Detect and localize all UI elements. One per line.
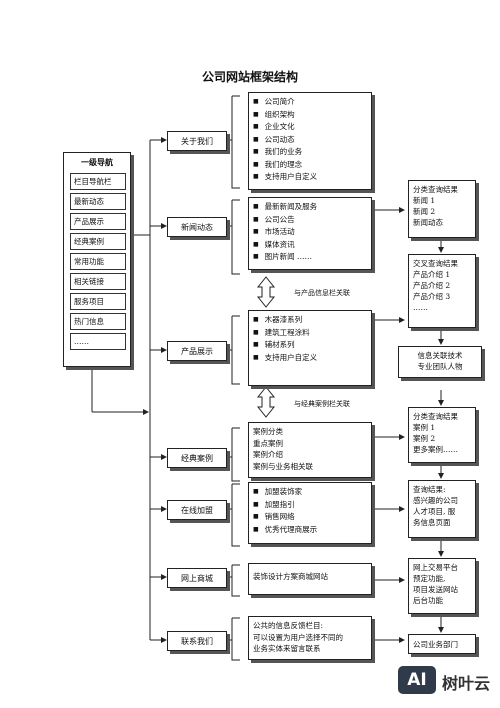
logo-text: 树叶云	[442, 674, 491, 693]
box-line: 公司业务部门	[413, 640, 458, 649]
list-item: 案例分类	[253, 427, 283, 436]
list-item: 我们的理念	[253, 159, 371, 172]
nav-item[interactable]: 栏目导航栏	[70, 173, 126, 190]
category-about[interactable]: 关于我们	[167, 131, 227, 151]
list-item: 案例与业务相关联	[253, 461, 313, 471]
box-line: 信息关联技术	[417, 351, 463, 360]
category-join[interactable]: 在线加盟	[167, 500, 227, 520]
category-mall[interactable]: 网上商城	[167, 568, 227, 588]
nav-item[interactable]: 最新动态	[70, 193, 126, 210]
watermark-logo: AI 树叶云	[398, 664, 498, 696]
nav-item[interactable]: 服务项目	[70, 293, 126, 310]
category-products[interactable]: 产品展示	[167, 341, 227, 361]
list-item: 业务实体来留言联系	[253, 644, 321, 653]
list-item: 公司动态	[253, 134, 371, 147]
contact-results-box: 公司业务部门	[408, 634, 476, 654]
category-cases[interactable]: 经典案例	[167, 448, 227, 468]
box-line: 更多案例……	[413, 445, 458, 454]
box-line: 案例 1	[413, 423, 436, 432]
mall-results-box: 网上交易平台 预定功能, 项目发送网站 后台功能	[408, 558, 476, 614]
cases-list: 案例分类 重点案例 案例介绍 案例与业务相关联	[248, 422, 372, 478]
list-item: 组织架构	[253, 109, 371, 122]
nav-item[interactable]: ……	[70, 333, 126, 350]
news-list: 最新新闻及服务 公司公告 市场活动 媒体资讯 图片新闻 ……	[248, 197, 372, 270]
nav-heading: 一级导航	[81, 157, 113, 167]
list-item: 图片新闻 ……	[253, 251, 371, 264]
join-results-box: 查询结果: 感兴趣的公司 人才项目, 服 务信息页面	[408, 480, 476, 538]
box-line: 网上交易平台	[413, 563, 458, 572]
page-title: 公司网站框架结构	[201, 70, 298, 84]
list-item: 市场活动	[253, 226, 371, 239]
box-line: 分类查询结果	[413, 412, 458, 421]
mall-list: 装饰设计方案商城网站	[248, 563, 372, 595]
box-line: 项目发送网站	[413, 585, 458, 594]
relation-arrows	[256, 276, 276, 418]
list-item: 企业文化	[253, 121, 371, 134]
relation-note-cases: 与经典案例栏关联	[294, 400, 350, 408]
list-item: 辅材系列	[253, 339, 371, 352]
nav-item[interactable]: 常用功能	[70, 253, 126, 270]
list-item: 建筑工程涂料	[253, 327, 371, 340]
join-list: 加盟装饰家 加盟指引 销售网络 优秀代理商展示	[248, 482, 372, 544]
box-line: 新闻动态	[413, 218, 443, 227]
nav-item[interactable]: 产品展示	[70, 213, 126, 230]
box-line: ……	[413, 303, 428, 312]
box-line: 后台功能	[413, 596, 443, 605]
category-news[interactable]: 新闻动态	[167, 217, 227, 237]
nav-item[interactable]: 热门信息	[70, 313, 126, 330]
about-list: 公司简介 组织架构 企业文化 公司动态 我们的业务 我们的理念 支持用户自定义	[248, 92, 372, 190]
list-item: 我们的业务	[253, 146, 371, 159]
box-line: 感兴趣的公司	[413, 496, 458, 505]
case-results-box: 分类查询结果 案例 1 案例 2 更多案例……	[408, 407, 476, 463]
nav-panel: 一级导航 栏目导航栏 最新动态 产品展示 经典案例 常用功能 相关链接 服务项目…	[63, 152, 131, 367]
list-item: 公共的信息反馈栏目:	[253, 621, 324, 630]
product-results-box: 交叉查询结果 产品介绍 1 产品介绍 2 产品介绍 3 ……	[408, 254, 476, 328]
list-item: 销售网络	[253, 511, 371, 524]
list-item: 木器漆系列	[253, 314, 371, 327]
box-line: 交叉查询结果	[413, 259, 458, 268]
list-item: 装饰设计方案商城网站	[253, 572, 328, 581]
box-line: 人才项目, 服	[413, 507, 456, 516]
list-item: 支持用户自定义	[253, 171, 371, 184]
news-results-box: 分类查询结果 新闻 1 新闻 2 新闻动态	[408, 180, 476, 238]
box-line: 案例 2	[413, 434, 436, 443]
nav-item[interactable]: 经典案例	[70, 233, 126, 250]
box-line: 专业团队人物	[417, 362, 463, 371]
box-line: 新闻 1	[413, 196, 436, 205]
box-line: 分类查询结果	[413, 185, 458, 194]
relation-note-products: 与产品信息栏关联	[294, 289, 350, 297]
list-item: 支持用户自定义	[253, 352, 371, 365]
box-line: 产品介绍 1	[413, 270, 451, 279]
list-item: 公司简介	[253, 96, 371, 109]
list-item: 可以设置为用户选择不同的	[253, 632, 343, 642]
nav-item[interactable]: 相关链接	[70, 273, 126, 290]
category-contact[interactable]: 联系我们	[167, 631, 227, 651]
list-item: 媒体资讯	[253, 239, 371, 252]
list-item: 加盟指引	[253, 499, 371, 512]
list-item: 最新新闻及服务	[253, 201, 371, 214]
list-item: 加盟装饰家	[253, 486, 371, 499]
list-item: 重点案例	[253, 438, 283, 448]
box-line: 新闻 2	[413, 207, 436, 216]
tech-team-box: 信息关联技术 专业团队人物	[398, 346, 482, 378]
box-line: 产品介绍 3	[413, 292, 451, 301]
box-line: 查询结果:	[413, 485, 446, 494]
list-item: 案例介绍	[253, 450, 283, 459]
list-item: 公司公告	[253, 214, 371, 227]
box-line: 务信息页面	[413, 518, 451, 527]
logo-badge: AI	[398, 666, 436, 694]
products-list: 木器漆系列 建筑工程涂料 辅材系列 支持用户自定义	[248, 310, 372, 386]
list-item: 优秀代理商展示	[253, 524, 371, 537]
contact-list: 公共的信息反馈栏目: 可以设置为用户选择不同的 业务实体来留言联系	[248, 616, 372, 660]
box-line: 预定功能,	[413, 574, 446, 583]
box-line: 产品介绍 2	[413, 281, 451, 290]
